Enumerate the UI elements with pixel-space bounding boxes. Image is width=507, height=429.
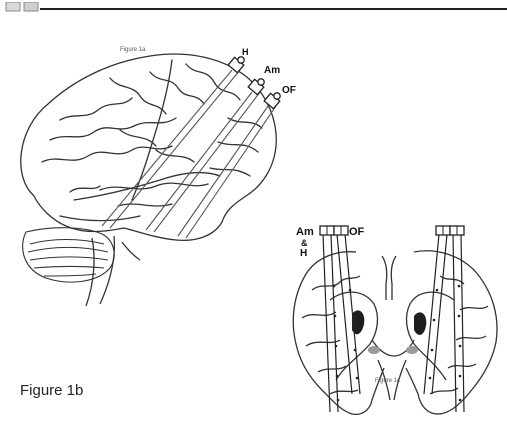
lateral-view-caption: Figure 1a [120, 47, 145, 53]
electrode-label-h: H [242, 47, 249, 57]
coronal-label-ampersand: & [301, 238, 308, 248]
electrode-label-of: OF [282, 85, 296, 96]
electrode-label-am: Am [264, 65, 280, 76]
coronal-label-am: Am [296, 226, 314, 238]
coronal-label-of: OF [349, 226, 364, 238]
coronal-view-caption: Figure 1c [375, 378, 400, 384]
coronal-label-h: H [300, 248, 307, 259]
figure-label: Figure 1b [20, 382, 83, 399]
